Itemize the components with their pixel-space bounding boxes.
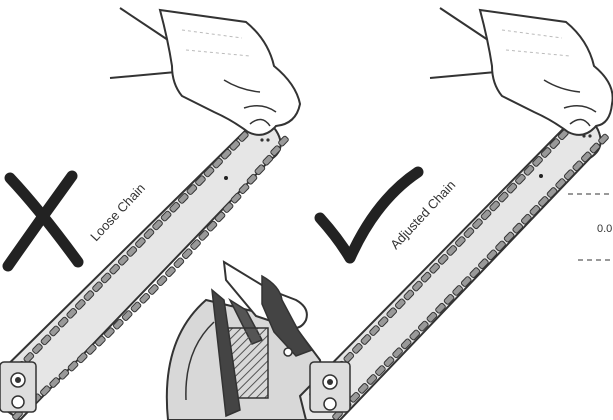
cross-icon [8, 176, 78, 266]
left-gloved-hand [110, 8, 300, 135]
right-bar-mount [310, 362, 350, 412]
left-bar-mount [0, 362, 36, 412]
measurement-value: 0.0 [597, 223, 612, 235]
measurement-indicator: 0.0 [568, 194, 613, 260]
right-gloved-hand [430, 8, 613, 135]
